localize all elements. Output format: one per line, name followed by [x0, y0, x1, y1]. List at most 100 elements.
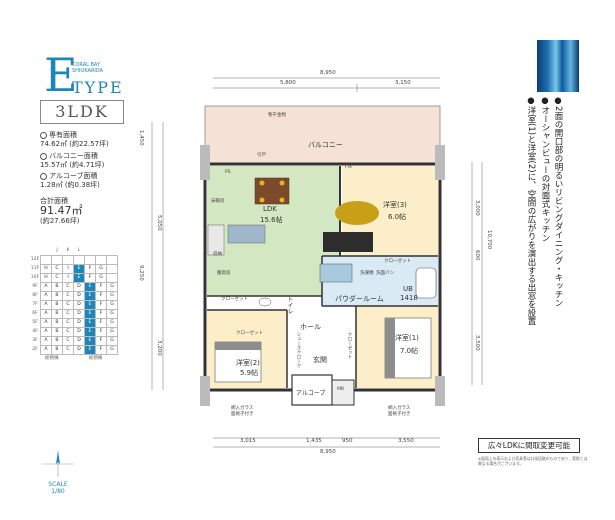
floor-number: 7F [32, 302, 38, 307]
dim-left-2: 5,050 [156, 215, 162, 231]
feature-line-1: ●2面の開口部の明るいリビングダイニング・キッチン [553, 96, 563, 307]
scale-text: SCALE [48, 481, 68, 488]
dim-bottom-1: 3,015 [240, 438, 256, 444]
label-fix: FIX [345, 165, 352, 170]
note-box: 広々LDKに間取変更可能 [478, 438, 580, 453]
room-western3: 洋室(3) [383, 201, 407, 209]
label-closet-w1: クローゼット [347, 332, 352, 359]
alcove-area-label: アルコーブ面積 [49, 172, 98, 180]
floor-number: 11F [30, 266, 40, 271]
floor-number: 12F [30, 257, 40, 262]
label-shoes: シューズクローク [296, 332, 301, 368]
dim-top-total: 8,950 [320, 70, 336, 76]
label-washer: 洗濯機 [360, 271, 374, 276]
label-closet-left: クローゼット [221, 297, 248, 302]
balcony-area-value: 15.57㎡ [40, 161, 68, 169]
floor-area-value: 74.62㎡ [40, 140, 68, 148]
footer-right: 総務棟 [88, 356, 103, 361]
room-ldk: LDK [263, 205, 277, 213]
type-word: TYPE [72, 78, 124, 97]
spec-total: 合計面積 91.47㎡ (約27.66坪) [40, 197, 83, 226]
spec-floor-area: 専有面積 74.62㎡ (約22.57坪) [40, 131, 109, 149]
label-sash-right-2: 面格子付き [388, 412, 411, 417]
dim-left-1: 1,450 [138, 130, 144, 146]
floor-number: 9F [32, 284, 38, 289]
total-area-label: 合計面積 [40, 197, 68, 205]
room-ldk-size: 15.6帖 [260, 216, 283, 224]
dim-bottom-2: 1,435 [306, 438, 322, 444]
label-closet-top: クローゼット [384, 259, 411, 264]
dim-left-total: 9,250 [138, 265, 144, 281]
room-hall: ホール [300, 323, 321, 331]
room-western2: 洋室(2) [236, 359, 260, 367]
feature-line-2: ●オーシャンビューの対面式キッチン [540, 96, 550, 242]
alcove-area-tsubo: (約0.38坪) [64, 181, 100, 189]
building-photo [537, 40, 579, 92]
floor-col-header: K [66, 248, 70, 253]
dim-left-3: 3,200 [156, 340, 162, 356]
floor-area-tsubo: (約22.57坪) [69, 140, 109, 148]
dim-bottom-total: 8,950 [320, 449, 336, 455]
room-western1-size: 7.0帖 [400, 347, 419, 355]
dim-top-left: 5,800 [280, 80, 296, 86]
floor-col-header: L [77, 248, 81, 253]
bullet-icon [40, 172, 47, 180]
label-closet-w2: クローゼット [236, 331, 263, 336]
floor-number: 5F [32, 320, 38, 325]
brand-name: CORAL BAY SHIOKARIDA [72, 62, 103, 74]
alcove-area [291, 374, 333, 406]
type-letter: E [44, 48, 78, 102]
brand-line2: SHIOKARIDA [72, 68, 104, 74]
floor-col-header: J [56, 248, 58, 253]
dim-right-total: 10,700 [486, 230, 492, 250]
scale-label: SCALE 1/80 [38, 449, 78, 495]
floor-area-label: 専有面積 [49, 131, 77, 139]
room-ub: UB [403, 285, 413, 293]
room-ub-size: 1418 [400, 294, 418, 302]
dim-top-right: 3,150 [395, 80, 411, 86]
total-area-tsubo: (約27.66坪) [40, 217, 80, 225]
label-storage: 収納 [213, 252, 222, 257]
balcony-area [204, 105, 441, 165]
label-sash-left: 網入ガラス [231, 406, 254, 411]
room-western3-size: 6.0帖 [388, 213, 407, 221]
bullet-icon [40, 131, 47, 139]
alcove-area-value: 1.28㎡ [40, 181, 63, 189]
label-sash-right: 網入ガラス [388, 406, 411, 411]
label-window: 腰高窓 [217, 271, 231, 276]
room-western2-size: 5.9帖 [240, 369, 259, 377]
label-ps: PS [225, 170, 231, 175]
label-pipe: 物干金物 [268, 113, 286, 118]
floor-number: 10F [30, 275, 40, 280]
spec-balcony: バルコニー面積 15.57㎡ (約4.71坪) [40, 152, 104, 170]
floor-number: 6F [32, 311, 38, 316]
floor-number: 3F [32, 338, 38, 343]
room-alcove: アルコーブ [296, 390, 326, 397]
scale-value: 1/80 [51, 488, 65, 495]
label-sash-left-2: 面格子付き [231, 412, 254, 417]
brand-line1: CORAL BAY [72, 62, 101, 68]
dim-bottom-4: 3,550 [398, 438, 414, 444]
dim-right-3: 3,500 [474, 335, 480, 351]
room-toilet: トイレ [286, 296, 293, 314]
floor-number: 4F [32, 329, 38, 334]
balcony-area-tsubo: (約4.71坪) [69, 161, 105, 169]
note-small: ※図面上の表示および家具等は計画段階のものであり、実際とは異なる場合がございます… [478, 456, 588, 466]
feature-line-3: ●洋室(1)と洋室(2)に、空間の広がりを演出する出窓を設置 [526, 96, 536, 326]
label-sliding: 引戸 [257, 153, 266, 158]
floor-number: 8F [32, 293, 38, 298]
room-balcony: バルコニー [308, 141, 343, 149]
dim-bottom-3: 950 [342, 438, 353, 444]
dim-right-2: 600 [474, 250, 480, 261]
dim-right-1: 3,000 [474, 200, 480, 216]
layout-name: 3LDK [40, 100, 124, 124]
bullet-icon [40, 152, 47, 160]
room-entrance: 玄関 [313, 356, 327, 364]
room-western1: 洋室(1) [395, 334, 419, 342]
